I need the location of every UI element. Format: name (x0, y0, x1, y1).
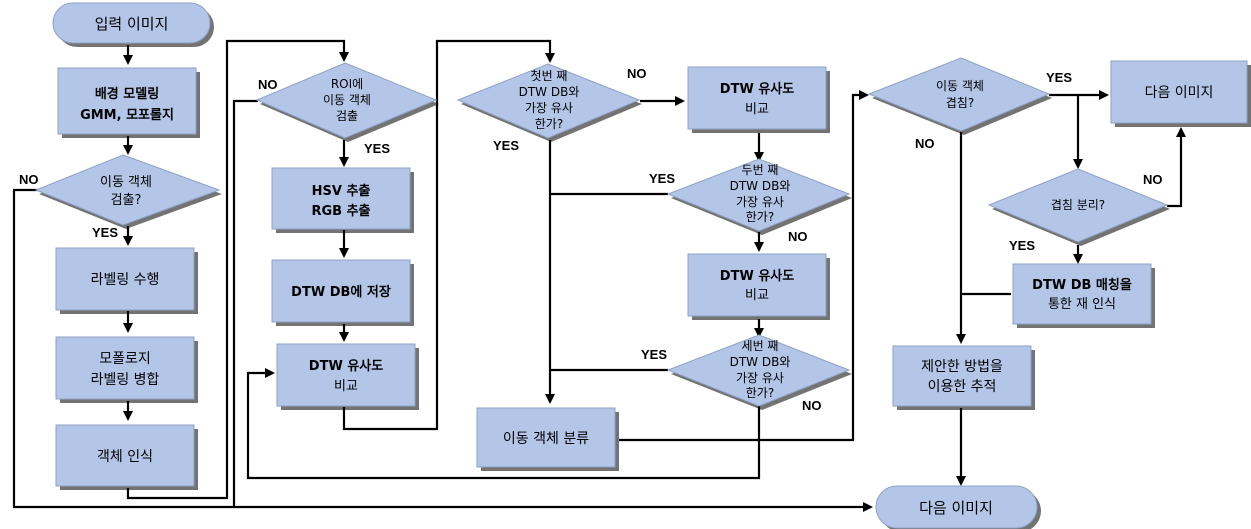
edge-detect1-no (12, 188, 873, 512)
split-label: 겹침 분리? (1051, 198, 1105, 212)
label-no-overlap: NO (915, 136, 935, 151)
label-yes-split: YES (1009, 238, 1035, 253)
next-img-top-box: 다음 이미지 (1110, 60, 1251, 127)
roi-line1: ROI에 (331, 77, 363, 91)
label-yes-first: YES (493, 138, 519, 153)
dtw-cmp-a-line2: 비교 (334, 379, 358, 394)
third-line2: DTW DB와 (730, 355, 791, 369)
label-yes-second: YES (649, 171, 675, 186)
next-img-top-label: 다음 이미지 (1145, 85, 1214, 101)
detect1-line2: 검출? (111, 193, 142, 208)
first-decision: 첫번 째 DTW DB와 가장 유사 한가? (456, 63, 642, 142)
third-line4: 한가? (746, 386, 774, 400)
overlap-line2: 겹침? (946, 96, 974, 110)
detect1-decision: 이동 객체 검출? (34, 154, 222, 229)
dtw-cmp-c-line2: 비교 (745, 288, 769, 303)
dtw-cmp-c-line1: DTW 유사도 (720, 268, 794, 284)
morph-merge-box: 모폴로지 라벨링 병합 (55, 336, 198, 403)
dtw-cmp-b-line1: DTW 유사도 (720, 81, 794, 97)
dtw-cmp-b-line2: 비교 (745, 102, 769, 117)
recog-box: 객체 인식 (55, 424, 198, 490)
overlap-line1: 이동 객체 (936, 79, 984, 93)
dtw-save-box: DTW DB에 저장 (271, 259, 414, 326)
second-line3: 가장 유사 (736, 195, 784, 209)
bg-model-line2: GMM, 모포롤지 (80, 108, 174, 123)
morph-merge-line1: 모폴로지 (99, 351, 151, 367)
classify-box: 이동 객체 분류 (476, 407, 619, 471)
edges (12, 39, 1186, 512)
label-yes-third: YES (641, 347, 667, 362)
bg-model-box: 배경 모델링 GMM, 모포롤지 (57, 67, 200, 138)
label-no-detect1: NO (19, 172, 39, 187)
label-yes-roi: YES (364, 141, 390, 156)
hsv-line2: RGB 추출 (311, 203, 370, 219)
overlap-decision: 이동 객체 겹침? (867, 57, 1052, 135)
rematch-box: DTW DB 매칭을 통한 재 인식 (1012, 263, 1155, 328)
detect1-line1: 이동 객체 (100, 175, 152, 190)
roi-decision: ROI에 이동 객체 검출 (255, 62, 439, 142)
dtw-cmp-a-box: DTW 유사도 비교 (276, 343, 419, 410)
first-line2: DTW DB와 (519, 85, 580, 99)
labeling-label: 라벨링 수행 (91, 272, 160, 288)
second-line2: DTW DB와 (730, 179, 791, 193)
dtw-save-label: DTW DB에 저장 (291, 284, 391, 300)
hsv-line1: HSV 추출 (312, 183, 371, 199)
label-no-first: NO (627, 66, 647, 81)
label-no-second: NO (788, 229, 808, 244)
recog-label: 객체 인식 (97, 449, 153, 465)
label-no-split: NO (1143, 172, 1163, 187)
end-label: 다음 이미지 (919, 499, 993, 517)
start-label: 입력 이미지 (95, 15, 169, 33)
dtw-cmp-c-box: DTW 유사도 비교 (687, 253, 830, 320)
roi-line3: 검출 (336, 109, 358, 123)
roi-line2: 이동 객체 (323, 93, 371, 107)
dtw-cmp-b-box: DTW 유사도 비교 (687, 66, 830, 133)
edge-classify-to-overlap (619, 90, 869, 442)
edge-split-no (1167, 127, 1186, 208)
second-line4: 한가? (746, 210, 774, 224)
third-line3: 가장 유사 (736, 371, 784, 385)
track-line2: 이용한 추적 (928, 379, 997, 395)
rematch-line1: DTW DB 매칭을 (1032, 277, 1132, 293)
first-line1: 첫번 째 (531, 69, 568, 83)
edge-recog-to-roi (126, 39, 349, 500)
label-no-roi: NO (258, 77, 278, 92)
first-line3: 가장 유사 (525, 101, 573, 115)
start-terminal: 입력 이미지 (52, 2, 214, 47)
edge-labels: NO YES NO YES NO YES YES NO YES NO YES N… (19, 66, 1163, 413)
label-yes-detect1: YES (92, 225, 118, 240)
track-line1: 제안한 방법을 (921, 359, 1003, 375)
second-decision: 두번 째 DTW DB와 가장 유사 한가? (666, 158, 852, 235)
third-line1: 세번 째 (742, 339, 779, 353)
hsv-box: HSV 추출 RGB 추출 (271, 167, 414, 233)
morph-merge-line2: 라벨링 병합 (91, 372, 160, 388)
edge-third-no (246, 368, 761, 480)
track-box: 제안한 방법을 이용한 추적 (892, 345, 1035, 410)
rematch-line2: 통한 재 인식 (1048, 297, 1116, 312)
label-no-third: NO (802, 398, 822, 413)
edge-cmp-to-first (342, 39, 555, 431)
first-line4: 한가? (535, 117, 563, 131)
dtw-cmp-a-line1: DTW 유사도 (309, 358, 383, 374)
edge-roi-no (232, 99, 258, 507)
label-yes-overlap: YES (1046, 70, 1072, 85)
labeling-box: 라벨링 수행 (55, 247, 198, 314)
bg-model-line1: 배경 모델링 (95, 86, 159, 102)
classify-label: 이동 객체 분류 (503, 431, 589, 447)
third-decision: 세번 째 DTW DB와 가장 유사 한가? (666, 334, 852, 410)
second-line1: 두번 째 (742, 163, 779, 177)
split-decision: 겹침 분리? (987, 168, 1170, 246)
end-terminal: 다음 이미지 (875, 485, 1041, 529)
